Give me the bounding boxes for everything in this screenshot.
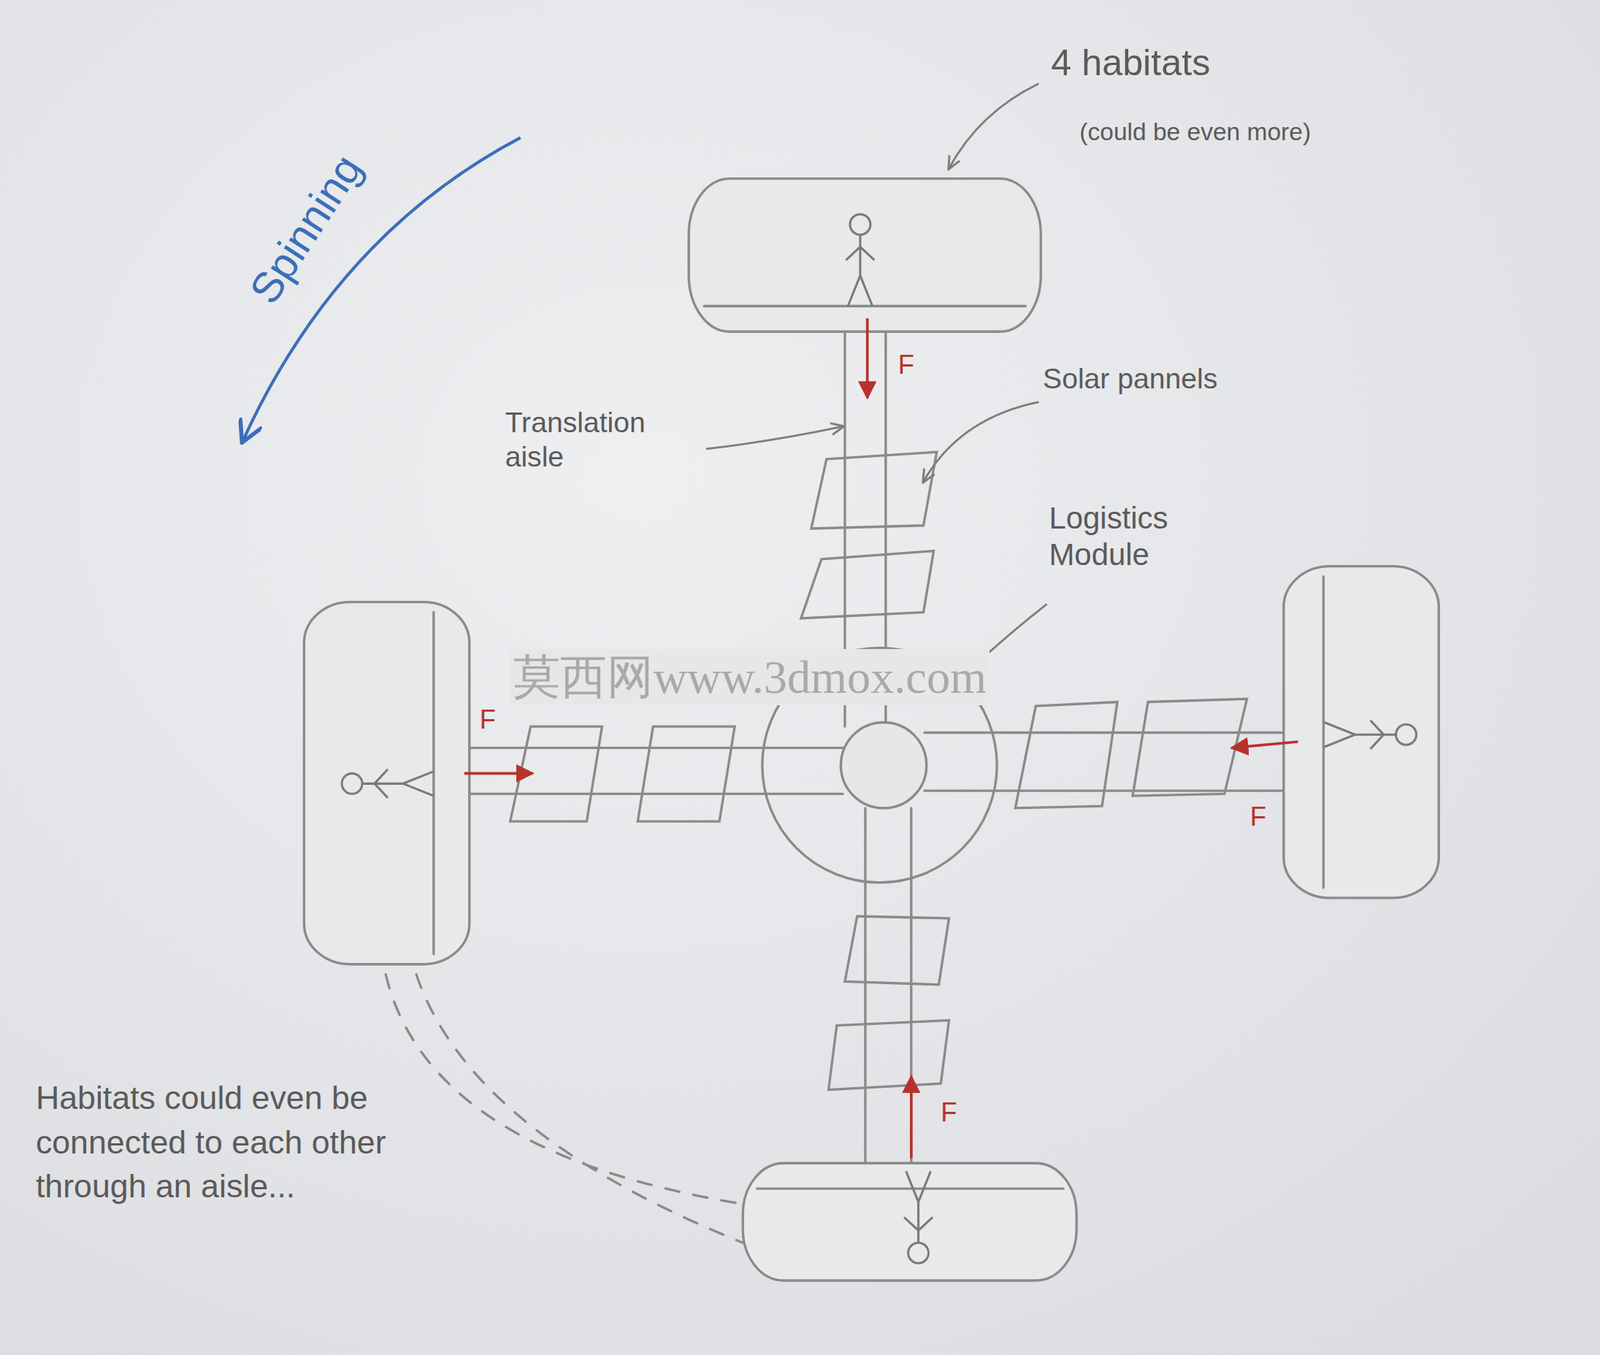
habitat-floor xyxy=(703,305,1026,308)
hub-circle xyxy=(840,722,926,808)
watermark: 莫西网www.3dmox.com xyxy=(510,649,990,706)
dashed-aisle xyxy=(385,974,743,1205)
habitat xyxy=(742,1163,1077,1281)
solar-panel xyxy=(811,452,937,529)
solar-panel xyxy=(1015,702,1118,809)
habitat-floor xyxy=(757,1188,1064,1191)
habitat xyxy=(1283,566,1439,899)
habitat xyxy=(688,178,1041,333)
force-label: F xyxy=(898,349,915,382)
leader-line xyxy=(706,426,843,450)
callout-note: 4 habitats xyxy=(1050,40,1211,85)
force-arrow xyxy=(909,1076,913,1159)
side-note: Habitats could even be connected to each… xyxy=(35,1076,404,1209)
habitat xyxy=(303,602,469,965)
leader-line xyxy=(923,402,1040,482)
part-label: Logistics Module xyxy=(1048,500,1228,574)
leader-line xyxy=(949,83,1040,169)
habitat-floor xyxy=(1322,576,1325,888)
solar-panel xyxy=(828,1020,950,1091)
callout-note: (could be even more) xyxy=(1079,117,1311,147)
stick-figure xyxy=(845,213,875,306)
stick-figure xyxy=(1324,720,1417,750)
stick-figure xyxy=(904,1171,933,1264)
force-arrow xyxy=(866,318,870,398)
leader-lines xyxy=(706,83,1048,669)
force-arrow xyxy=(464,772,534,776)
stick-figure xyxy=(341,769,434,799)
part-label: Solar pannels xyxy=(1042,362,1218,397)
force-label: F xyxy=(479,703,496,737)
rotation-label: Spinning xyxy=(238,145,373,314)
habitat-floor xyxy=(432,612,435,955)
solar-panel xyxy=(844,916,950,986)
station-structure xyxy=(303,178,1439,1281)
force-label: F xyxy=(1250,801,1267,834)
solar-panel xyxy=(1132,698,1248,796)
force-arrow xyxy=(1231,741,1299,748)
translation-aisle xyxy=(865,808,912,1164)
part-label: Translation aisle xyxy=(505,406,710,475)
translation-aisle xyxy=(924,732,1284,791)
solar-panel xyxy=(801,551,935,619)
dashed-aisle xyxy=(416,974,743,1244)
force-arrows xyxy=(464,318,1299,1159)
force-label: F xyxy=(940,1096,957,1129)
solar-panel xyxy=(637,726,735,822)
